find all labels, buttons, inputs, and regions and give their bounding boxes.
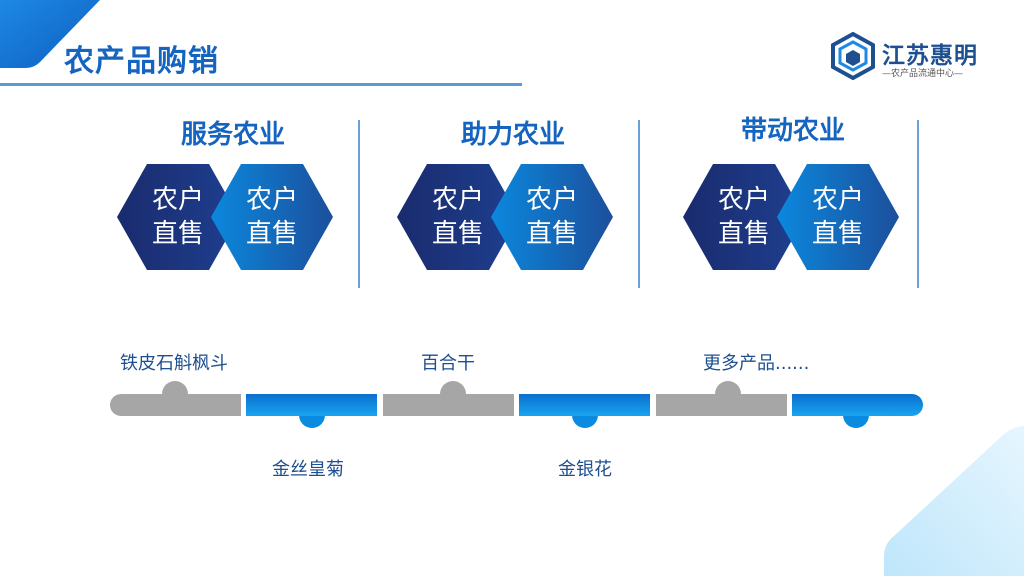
title-underline	[0, 83, 522, 86]
hex-text-line2: 直售	[811, 219, 864, 249]
section-divider	[358, 120, 360, 288]
section-title-service: 服务农业	[180, 120, 285, 150]
section-divider	[917, 120, 919, 288]
product-label-bottom: 金丝皇菊	[272, 459, 344, 480]
product-label-bottom: 金银花	[558, 459, 612, 480]
section-title-drive: 带动农业	[740, 116, 845, 146]
logo-mark-icon	[831, 32, 875, 80]
logo-name: 江苏惠明	[882, 43, 978, 69]
hex-text-line2: 直售	[431, 219, 484, 249]
hex-text-line1: 农户	[717, 185, 770, 215]
timeline-segment-blue	[519, 394, 650, 416]
hex-text-line1: 农户	[525, 185, 578, 215]
timeline-segment-gray	[383, 394, 514, 416]
hex-card: 农户直售	[491, 164, 613, 270]
hex-text-line1: 农户	[245, 185, 298, 215]
product-label-top: 更多产品......	[703, 353, 810, 374]
section-divider	[638, 120, 640, 288]
hex-card: 农户直售	[777, 164, 899, 270]
corner-decoration-bottom-right	[884, 426, 1024, 576]
hex-text-line1: 农户	[811, 185, 864, 215]
hex-text-line2: 直售	[245, 219, 298, 249]
hex-card: 农户直售	[211, 164, 333, 270]
hex-text-line1: 农户	[151, 185, 204, 215]
product-label-top: 百合干	[421, 353, 475, 374]
hex-text-line1: 农户	[431, 185, 484, 215]
logo-subtitle: —农产品流通中心—	[882, 69, 964, 79]
page-title: 农产品购销	[64, 44, 219, 79]
timeline-segment-blue	[246, 394, 377, 416]
hex-card: 农户直售	[117, 164, 239, 270]
timeline-segment-blue	[792, 394, 923, 416]
hex-text-line2: 直售	[717, 219, 770, 249]
hex-card: 农户直售	[397, 164, 519, 270]
hex-text-line2: 直售	[525, 219, 578, 249]
product-label-top: 铁皮石斛枫斗	[120, 353, 228, 374]
timeline-segment-gray	[110, 394, 241, 416]
section-title-support: 助力农业	[460, 120, 565, 150]
hex-text-line2: 直售	[151, 219, 204, 249]
hex-card: 农户直售	[683, 164, 805, 270]
company-logo: 江苏惠明 —农产品流通中心—	[830, 32, 990, 82]
timeline-segment-gray	[656, 394, 787, 416]
corner-decoration-top-left	[0, 0, 100, 68]
